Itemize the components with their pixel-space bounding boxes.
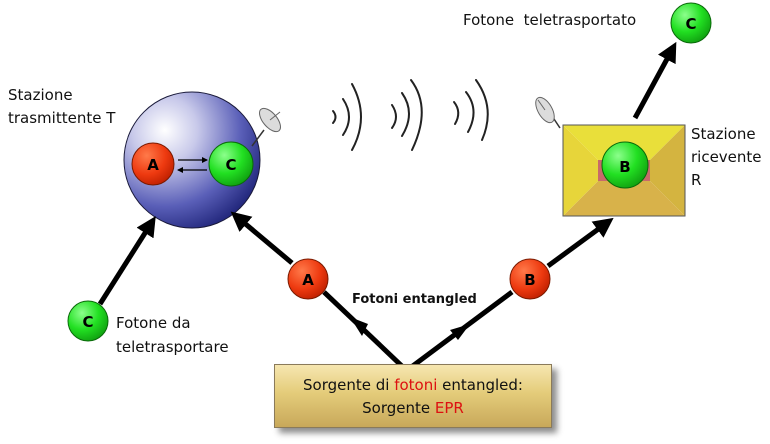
photon-b-path-label: B	[524, 271, 535, 289]
source-line2: Sorgente EPR	[275, 397, 551, 420]
photon-a-path: A	[287, 258, 329, 300]
source-line1-red: fotoni	[394, 376, 438, 394]
photon-c-station: C	[208, 141, 254, 187]
photon-to-teleport-label-line2: teletrasportare	[116, 338, 229, 356]
arrow-a-to-station-t	[230, 211, 294, 265]
source-line1: Sorgente di fotoni entangled:	[275, 374, 551, 397]
photon-b-station-label: B	[619, 158, 630, 176]
station-r-label-line2: ricevente	[691, 148, 762, 166]
entangled-photons-label: Fotoni entangled	[352, 292, 477, 307]
station-t-label-line1: Stazione	[8, 86, 73, 104]
photon-c-start-label: C	[82, 313, 93, 331]
photon-a-station: A	[131, 142, 175, 186]
photon-c-start: C	[67, 300, 109, 342]
photon-c-end-label: C	[685, 15, 696, 33]
arrow-station-r-to-c	[632, 41, 677, 120]
photon-c-station-label: C	[225, 156, 236, 174]
midarrow-right	[450, 324, 470, 340]
source-line2-red: EPR	[434, 399, 464, 417]
dish-t-icon	[251, 107, 281, 147]
teleported-photon-label: Fotone teletrasportato	[463, 11, 637, 29]
source-line1-pre: Sorgente di	[303, 376, 395, 394]
arrow-c-to-station-t	[97, 216, 156, 306]
photon-a-path-label: A	[302, 271, 314, 289]
source-line2-pre: Sorgente	[362, 399, 435, 417]
dish-r-icon	[535, 96, 561, 129]
source-line1-post: entangled:	[437, 376, 523, 394]
photon-b-path: B	[509, 258, 551, 300]
photon-to-teleport-label-line1: Fotone da	[116, 314, 191, 332]
station-r-label-line1: Stazione	[691, 125, 756, 143]
station-t-label-line2: trasmittente T	[8, 109, 116, 127]
midarrow-left	[350, 317, 368, 336]
photon-b-station: B	[601, 141, 649, 189]
radio-waves	[332, 79, 489, 151]
arrow-b-to-station-r	[546, 217, 614, 269]
photon-a-station-label: A	[147, 156, 159, 174]
photon-c-end: C	[670, 2, 712, 44]
epr-source-box: Sorgente di fotoni entangled: Sorgente E…	[274, 364, 552, 428]
station-r-label-line3: R	[691, 171, 702, 189]
